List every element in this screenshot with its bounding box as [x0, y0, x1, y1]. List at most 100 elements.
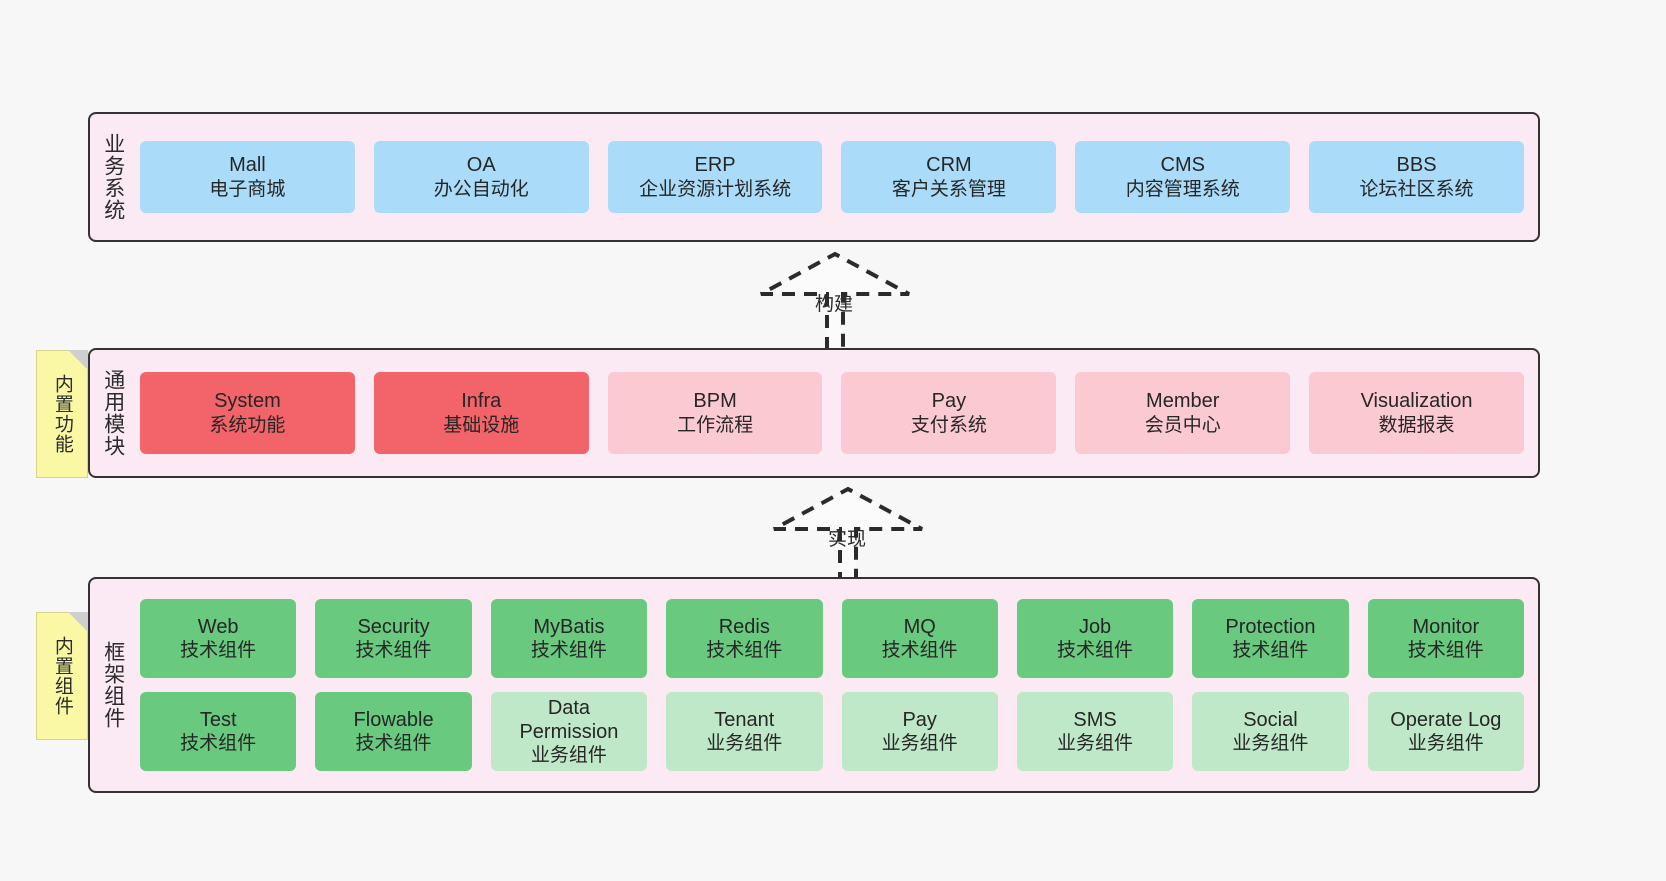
- card-subtitle: 技术组件: [180, 640, 257, 662]
- layer-title-framework: 框架组件: [101, 641, 125, 729]
- card-subtitle: 办公自动化: [433, 178, 529, 200]
- card-oa[interactable]: OA 办公自动化: [373, 141, 589, 213]
- card-title: ERP: [694, 154, 736, 177]
- card-subtitle: 业务组件: [1057, 733, 1134, 755]
- layer-title-common: 通用模块: [101, 369, 125, 457]
- card-subtitle: 数据报表: [1378, 414, 1455, 436]
- build-arrow-label: 构建: [815, 294, 854, 315]
- card-subtitle: 技术组件: [1407, 640, 1484, 662]
- card-title: System: [214, 390, 281, 413]
- card-protection[interactable]: Protection 技术组件: [1192, 599, 1349, 678]
- implement-arrow: 实现: [758, 486, 938, 585]
- card-mybatis[interactable]: MyBatis 技术组件: [490, 599, 648, 678]
- card-row: System 系统功能 Infra 基础设施 BPM 工作流程 Pay 支付系统…: [140, 372, 1524, 454]
- card-subtitle: 工作流程: [677, 414, 754, 436]
- card-title: OA: [466, 154, 496, 177]
- card-subtitle: 业务组件: [1407, 733, 1484, 755]
- card-subtitle: 内容管理系统: [1125, 178, 1240, 200]
- card-row: Mall 电子商城 OA 办公自动化 ERP 企业资源计划系统 CRM 客户关系…: [140, 141, 1524, 213]
- card-social[interactable]: Social 业务组件: [1192, 692, 1349, 771]
- layer-common-modules: 通用模块 System 系统功能 Infra 基础设施 BPM 工作流程 Pay…: [88, 348, 1540, 478]
- layer-framework-components: 框架组件 Web 技术组件 Security 技术组件 MyBatis 技术组件…: [88, 577, 1540, 793]
- card-visualization[interactable]: Visualization 数据报表: [1309, 372, 1524, 454]
- card-security[interactable]: Security 技术组件: [315, 599, 472, 678]
- card-subtitle: 论坛社区系统: [1359, 178, 1474, 200]
- card-subtitle: 电子商城: [209, 178, 286, 200]
- card-operate-log[interactable]: Operate Log 业务组件: [1367, 692, 1524, 771]
- card-subtitle: 客户关系管理: [891, 178, 1006, 200]
- card-row: Web 技术组件 Security 技术组件 MyBatis 技术组件 Redi…: [140, 599, 1524, 678]
- card-title: Tenant: [714, 708, 775, 731]
- card-bpm[interactable]: BPM 工作流程: [607, 372, 823, 454]
- card-web[interactable]: Web 技术组件: [140, 599, 297, 678]
- card-flowable[interactable]: Flowable 技术组件: [315, 692, 472, 771]
- card-title: Monitor: [1412, 615, 1480, 638]
- card-subtitle: 技术组件: [530, 640, 607, 662]
- card-title: Member: [1146, 390, 1220, 413]
- card-sms[interactable]: SMS 业务组件: [1016, 692, 1174, 771]
- card-subtitle: 技术组件: [881, 640, 958, 662]
- card-title: Mall: [229, 154, 266, 177]
- card-subtitle: 技术组件: [355, 640, 432, 662]
- card-subtitle: 技术组件: [1232, 640, 1309, 662]
- card-title: Pay: [931, 390, 967, 413]
- card-title: Test: [199, 708, 237, 731]
- layer-business-systems: 业务系统 Mall 电子商城 OA 办公自动化 ERP 企业资源计划系统 CRM…: [88, 112, 1540, 242]
- card-subtitle: 业务组件: [530, 745, 607, 767]
- note-builtin-component: 内置组件: [36, 612, 88, 740]
- card-title: Infra: [461, 390, 502, 413]
- card-title: Protection: [1225, 615, 1316, 638]
- card-title: Redis: [718, 615, 770, 638]
- card-title: CMS: [1160, 154, 1205, 177]
- card-test[interactable]: Test 技术组件: [140, 692, 297, 771]
- card-monitor[interactable]: Monitor 技术组件: [1367, 599, 1524, 678]
- card-subtitle: 业务组件: [1232, 733, 1309, 755]
- layer-body-common: System 系统功能 Infra 基础设施 BPM 工作流程 Pay 支付系统…: [136, 350, 1538, 476]
- card-infra[interactable]: Infra 基础设施: [373, 372, 589, 454]
- card-title: BPM: [693, 390, 737, 413]
- card-bbs[interactable]: BBS 论坛社区系统: [1309, 141, 1524, 213]
- card-redis[interactable]: Redis 技术组件: [666, 599, 823, 678]
- card-title: Operate Log: [1390, 708, 1502, 731]
- card-title: SMS: [1073, 708, 1117, 731]
- card-title: MyBatis: [533, 615, 605, 638]
- card-subtitle: 技术组件: [355, 733, 432, 755]
- card-cms[interactable]: CMS 内容管理系统: [1075, 141, 1291, 213]
- card-mall[interactable]: Mall 电子商城: [140, 141, 355, 213]
- card-subtitle: 支付系统: [910, 414, 987, 436]
- layer-body-framework: Web 技术组件 Security 技术组件 MyBatis 技术组件 Redi…: [136, 579, 1538, 791]
- card-data-permission[interactable]: Data Permission 业务组件: [490, 692, 648, 771]
- card-title: Flowable: [353, 708, 434, 731]
- card-pay-component[interactable]: Pay 业务组件: [841, 692, 998, 771]
- build-arrow: 构建: [745, 251, 925, 350]
- card-title: Data Permission: [519, 696, 619, 743]
- card-title: Pay: [902, 708, 937, 731]
- card-tenant[interactable]: Tenant 业务组件: [666, 692, 823, 771]
- card-subtitle: 基础设施: [443, 414, 520, 436]
- card-title: Social: [1243, 708, 1298, 731]
- card-subtitle: 技术组件: [706, 640, 783, 662]
- card-job[interactable]: Job 技术组件: [1016, 599, 1174, 678]
- layer-title-business: 业务系统: [101, 133, 125, 221]
- card-title: Visualization: [1360, 390, 1473, 413]
- card-title: Job: [1078, 615, 1112, 638]
- card-pay[interactable]: Pay 支付系统: [841, 372, 1057, 454]
- implement-arrow-label: 实现: [828, 529, 867, 550]
- card-row: Test 技术组件 Flowable 技术组件 Data Permission …: [140, 692, 1524, 771]
- card-subtitle: 技术组件: [180, 733, 257, 755]
- card-subtitle: 会员中心: [1144, 414, 1221, 436]
- card-subtitle: 业务组件: [706, 733, 783, 755]
- note-builtin-function: 内置功能: [36, 350, 88, 478]
- card-title: Security: [357, 615, 430, 638]
- card-member[interactable]: Member 会员中心: [1075, 372, 1291, 454]
- card-crm[interactable]: CRM 客户关系管理: [841, 141, 1057, 213]
- card-erp[interactable]: ERP 企业资源计划系统: [607, 141, 823, 213]
- card-title: MQ: [903, 615, 936, 638]
- card-title: BBS: [1396, 154, 1437, 177]
- card-title: Web: [197, 615, 239, 638]
- card-title: CRM: [926, 154, 972, 177]
- card-mq[interactable]: MQ 技术组件: [841, 599, 998, 678]
- card-subtitle: 系统功能: [209, 414, 286, 436]
- card-system[interactable]: System 系统功能: [140, 372, 355, 454]
